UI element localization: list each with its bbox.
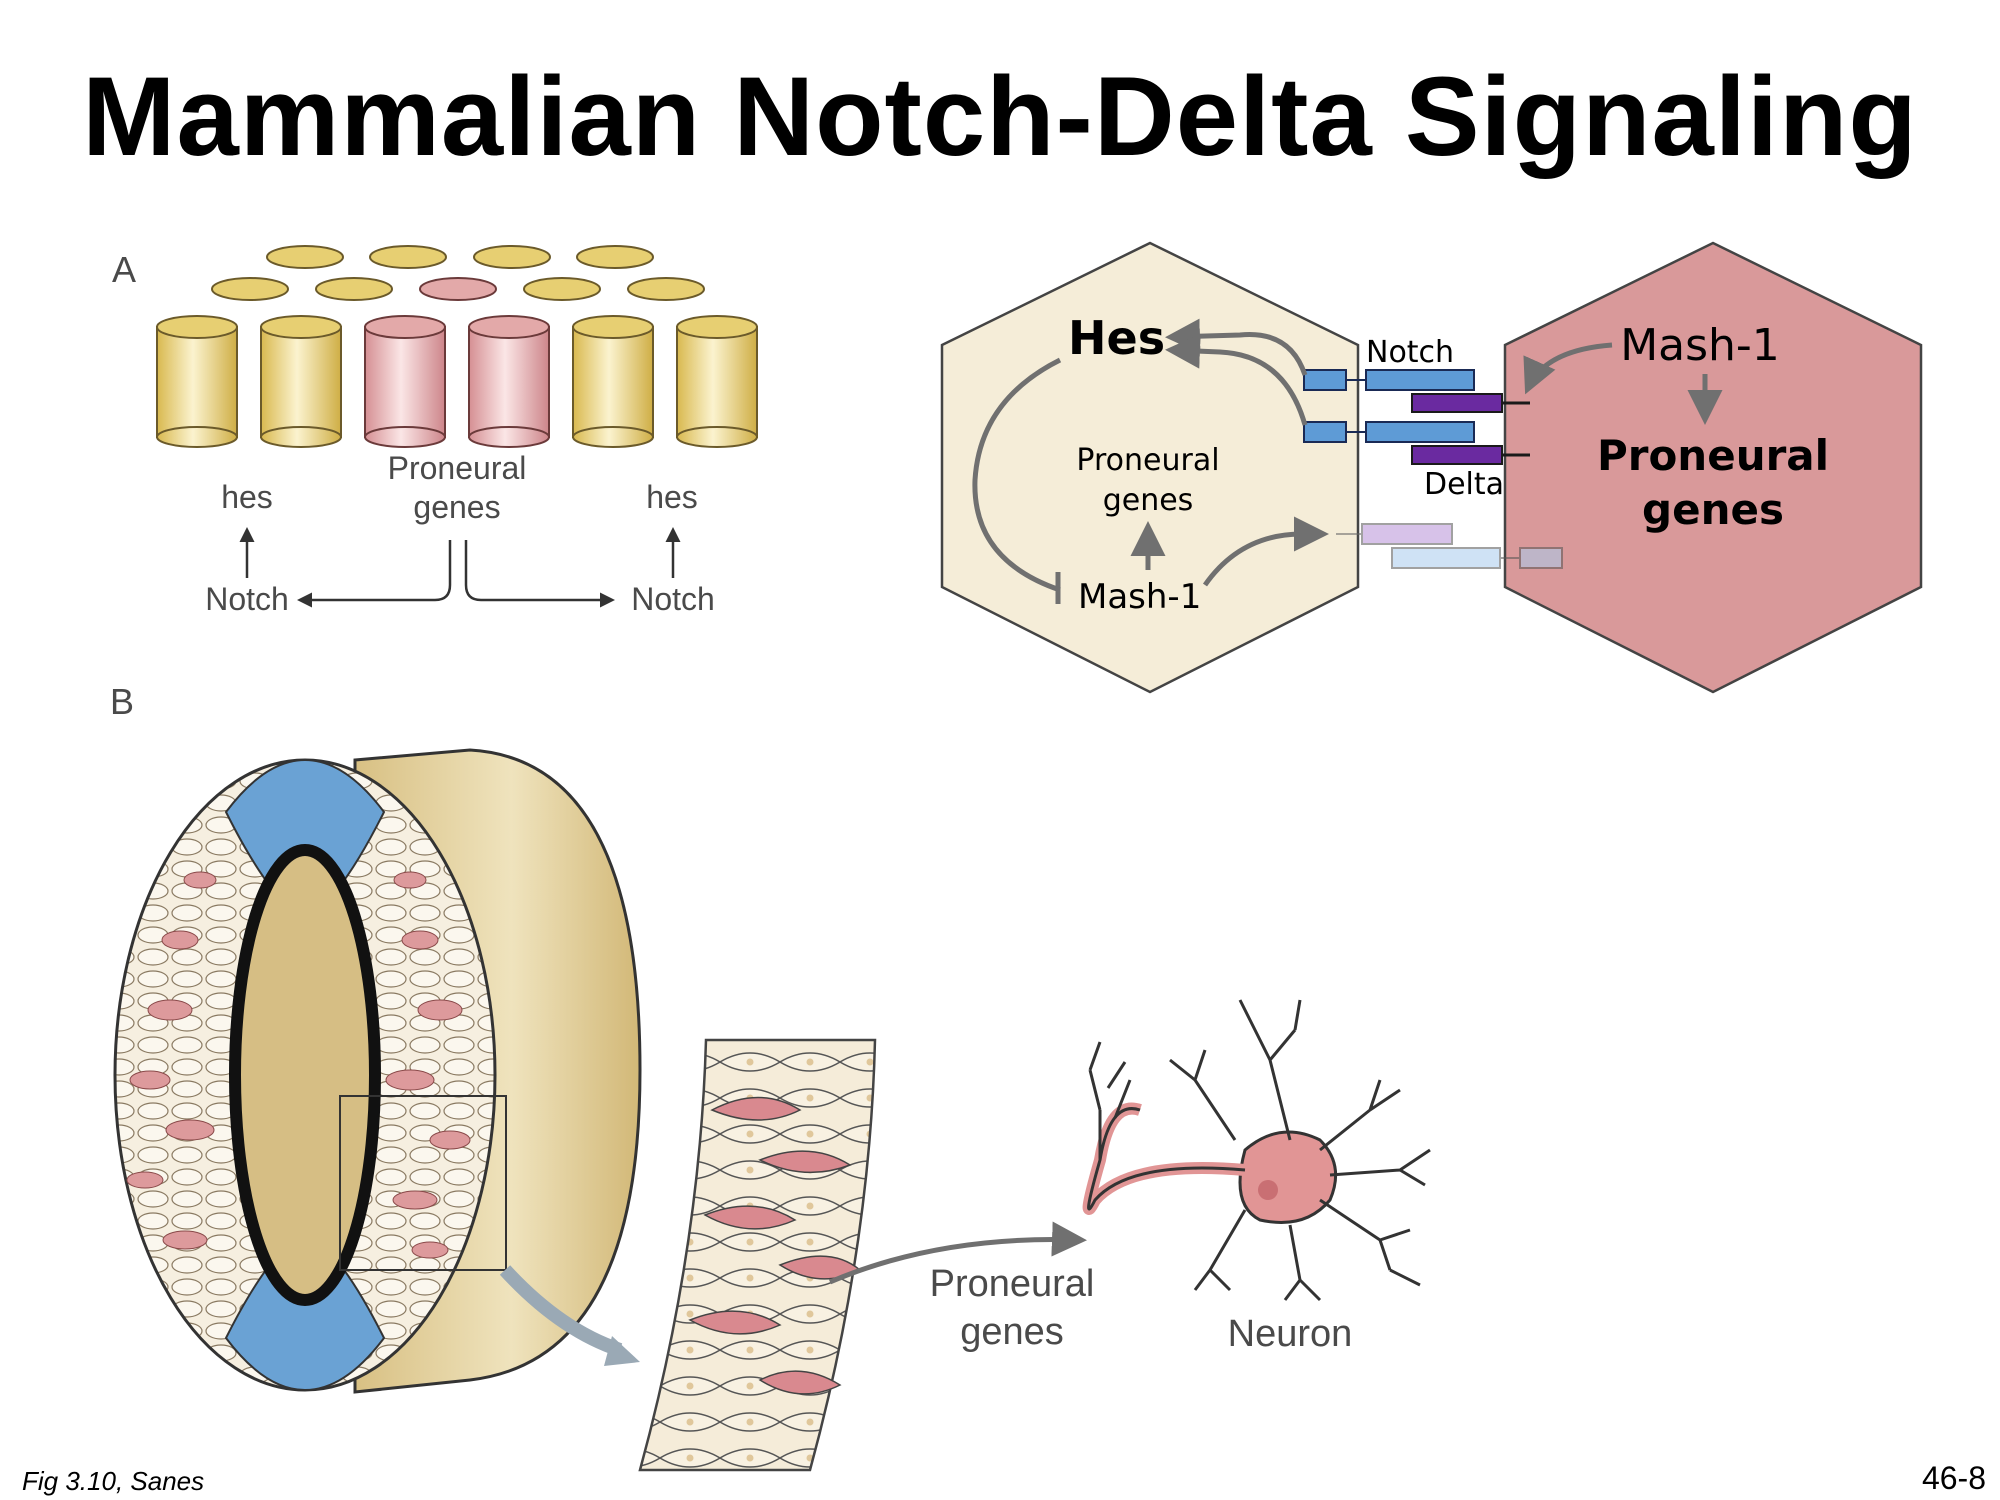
mash1-label-right: Mash-1 [1620, 320, 1780, 371]
inset-box [339, 1095, 507, 1271]
cell-sheet-top [211, 245, 705, 301]
cylinder-yellow [676, 315, 758, 448]
genes-label-a: genes [413, 489, 500, 525]
zoom-arrow-head [604, 1336, 640, 1366]
neuron-icon [1082, 999, 1431, 1302]
panel-b-label: B [110, 681, 134, 722]
arrow-notch-to-hes-2 [1165, 333, 1308, 426]
arrow-proneural-to-notch-right [464, 540, 615, 608]
figure-citation: Fig 3.10, Sanes [22, 1466, 205, 1496]
proneural-label-a: Proneural [388, 450, 527, 486]
zoom-arrow [499, 1265, 623, 1357]
faded-delta-ligand [1336, 523, 1453, 545]
delta-ligand [1411, 445, 1530, 465]
panel-a-label: A [112, 249, 136, 290]
pink-cells [126, 871, 471, 1259]
faded-notch-receptor [1391, 547, 1563, 569]
arrow-mash1-to-delta [1202, 516, 1329, 587]
neuron-label: Neuron [1228, 1313, 1353, 1355]
proneural-label-right: Proneural [1597, 431, 1829, 480]
neural-tube [113, 748, 642, 1394]
genes-label-b: genes [960, 1311, 1064, 1353]
proneural-label-b: Proneural [930, 1263, 1095, 1305]
arrow-strip-to-neuron [829, 1221, 1087, 1285]
slide-title: Mammalian Notch-Delta Signaling [82, 54, 1918, 179]
notch-label: Notch [1366, 335, 1454, 370]
panel-b: B [110, 681, 1431, 1472]
panel-a: A [112, 245, 758, 617]
hes-label: Hes [1068, 311, 1165, 365]
delta-ligand [1411, 393, 1530, 413]
cylinder-yellow [156, 315, 238, 448]
cylinder-pink [468, 315, 550, 448]
proneural-label-left: Proneural [1076, 443, 1219, 478]
arrow-notch-to-hes-1 [1165, 318, 1308, 376]
delta-label: Delta [1424, 467, 1504, 502]
notch-label-right: Notch [631, 581, 715, 617]
notch-label-left: Notch [205, 581, 289, 617]
mash1-label-left: Mash-1 [1078, 577, 1201, 617]
right-cell-hexagon [1503, 241, 1923, 694]
cylinder-yellow [572, 315, 654, 448]
hes-label-left: hes [221, 479, 273, 515]
cylinder-row [156, 315, 758, 448]
arrow-mash1-to-delta-right [1523, 342, 1613, 395]
cell-strip [638, 1038, 877, 1472]
genes-label-right: genes [1642, 485, 1784, 534]
genes-label-left: genes [1103, 483, 1194, 518]
left-cell-hexagon [940, 241, 1360, 694]
notch-receptor [1303, 369, 1475, 391]
notch-receptor [1303, 421, 1475, 443]
signaling-diagram: Hes Notch Delta Proneural genes Mash-1 M… [940, 241, 1923, 694]
arrow-proneural-to-notch-left [297, 540, 452, 608]
inhibition-hes-to-mash1 [972, 357, 1062, 593]
lumen [229, 844, 381, 1306]
cylinder-pink [364, 315, 446, 448]
cylinder-yellow [260, 315, 342, 448]
slide-number: 46-8 [1921, 1460, 1986, 1496]
hes-label-right: hes [646, 479, 698, 515]
